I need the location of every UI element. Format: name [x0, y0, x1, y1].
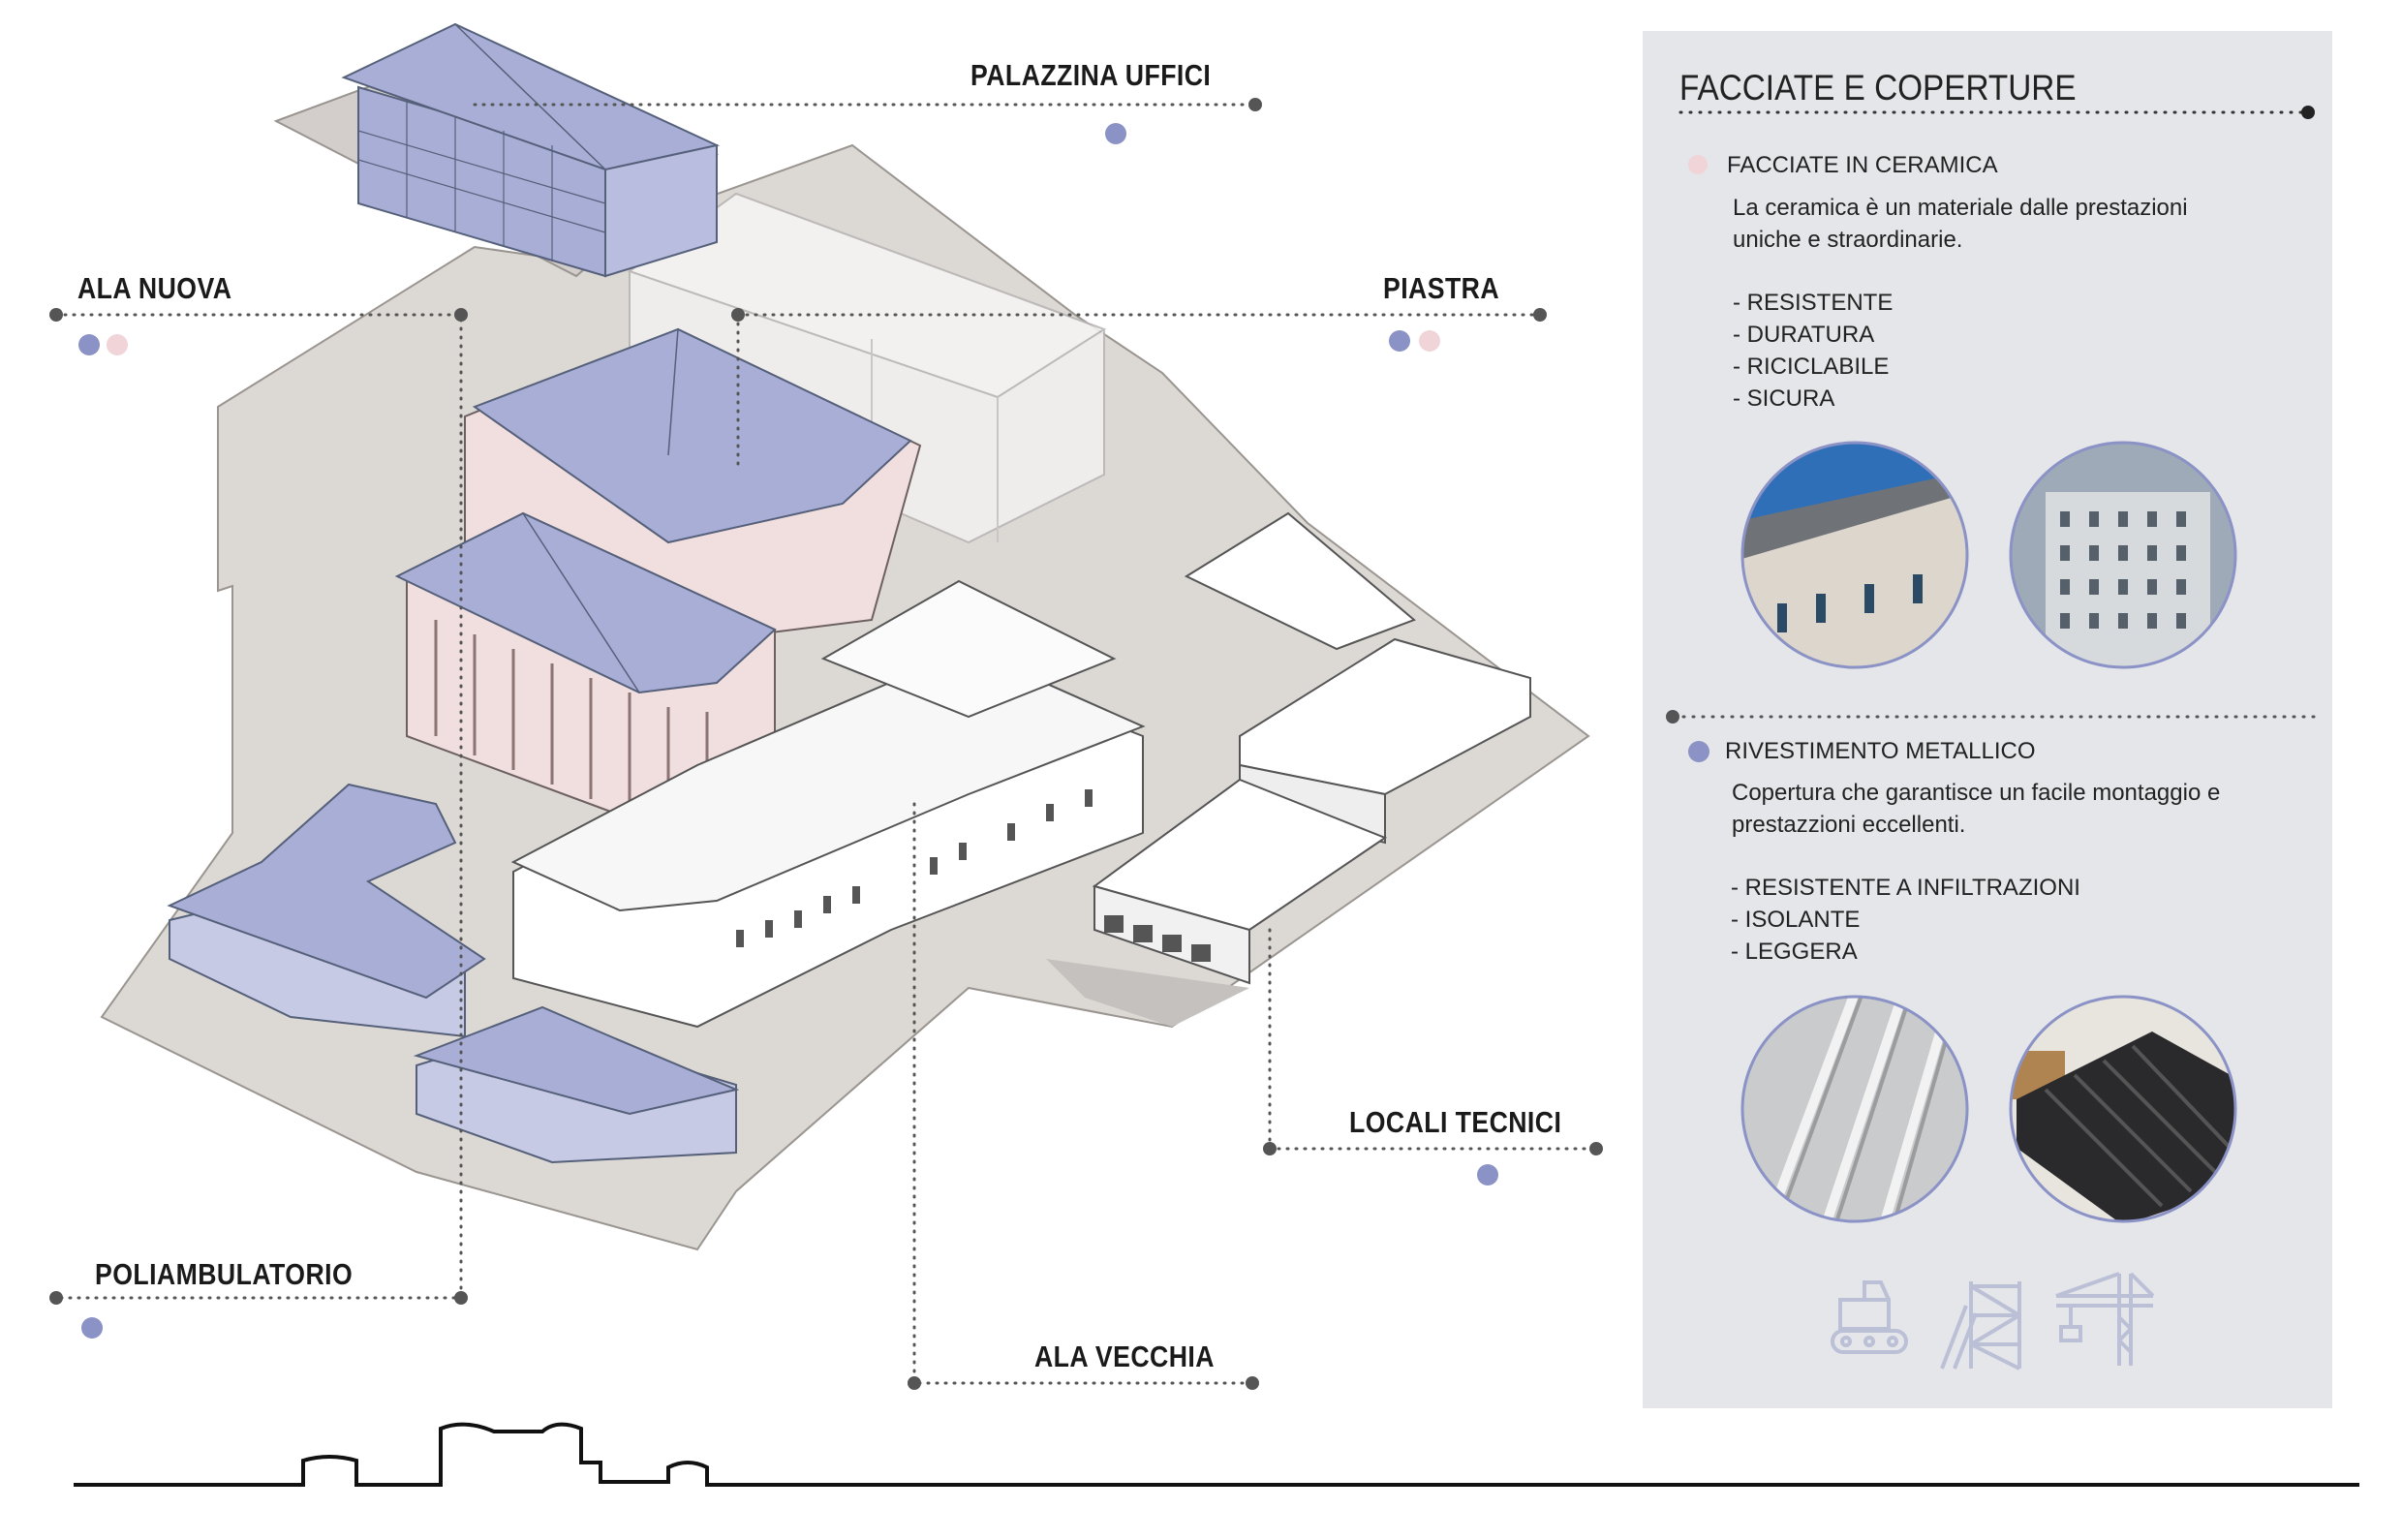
- excavator-icon: [1831, 1280, 1908, 1354]
- marker-metallico-piastra: [1389, 330, 1410, 352]
- label-ala-vecchia: ALA VECCHIA: [1034, 1340, 1215, 1373]
- label-ala-nuova: ALA NUOVA: [77, 271, 232, 305]
- metallico-bullet: [1688, 741, 1709, 762]
- ceramica-features: - RESISTENTE - DURATURA - RICICLABILE - …: [1733, 290, 1894, 412]
- locali-tecnici-buildings: [1092, 511, 1531, 985]
- tower-crane-icon: [2055, 1272, 2155, 1366]
- palazzina-uffici-building: [341, 22, 721, 278]
- metallico-photo-1: [1740, 995, 1969, 1223]
- marker-ceramica-piastra: [1419, 330, 1440, 352]
- metallico-photo-2: [2009, 995, 2237, 1223]
- ceramica-photo-1: [1740, 441, 1969, 669]
- skyline-line: [74, 1422, 2359, 1487]
- label-poliambulatorio: POLIAMBULATORIO: [95, 1257, 354, 1291]
- ala-vecchia-building: [510, 579, 1146, 1029]
- ceramica-bullet: [1688, 155, 1708, 174]
- label-locali-tecnici: LOCALI TECNICI: [1349, 1105, 1562, 1139]
- metallico-description: Copertura che garantisce un facile monta…: [1732, 780, 2221, 838]
- marker-metallico-poliambulatorio: [81, 1317, 103, 1339]
- metallico-features: - RESISTENTE A INFILTRAZIONI - ISOLANTE …: [1731, 875, 2080, 965]
- marker-metallico-ala-nuova: [78, 334, 100, 355]
- label-piastra: PIASTRA: [1383, 271, 1500, 305]
- marker-metallico-locali-tecnici: [1477, 1164, 1498, 1186]
- marker-ceramica-ala-nuova: [107, 334, 128, 355]
- label-palazzina-uffici: PALAZZINA UFFICI: [970, 58, 1212, 92]
- ceramica-description: La ceramica è un materiale dalle prestaz…: [1733, 195, 2188, 253]
- leader-endpoints: [49, 98, 1603, 1390]
- marker-metallico-palazzina: [1105, 123, 1126, 144]
- ceramica-photo-2: [2009, 441, 2237, 669]
- poliambulatorio-building: [167, 783, 740, 1164]
- leader-lines: [54, 103, 1598, 1385]
- scaffolding-icon: [1940, 1281, 2021, 1371]
- materials-panel: [1643, 31, 2332, 1408]
- ceramica-title: FACCIATE IN CERAMICA: [1727, 152, 1998, 178]
- section-divider: [1666, 710, 2319, 724]
- ala-nuova-building: [394, 327, 922, 835]
- metallico-title: RIVESTIMENTO METALLICO: [1725, 738, 2036, 764]
- panel-title-underline: [1678, 106, 2315, 119]
- panel-title: FACCIATE E COPERTURE: [1679, 68, 2077, 108]
